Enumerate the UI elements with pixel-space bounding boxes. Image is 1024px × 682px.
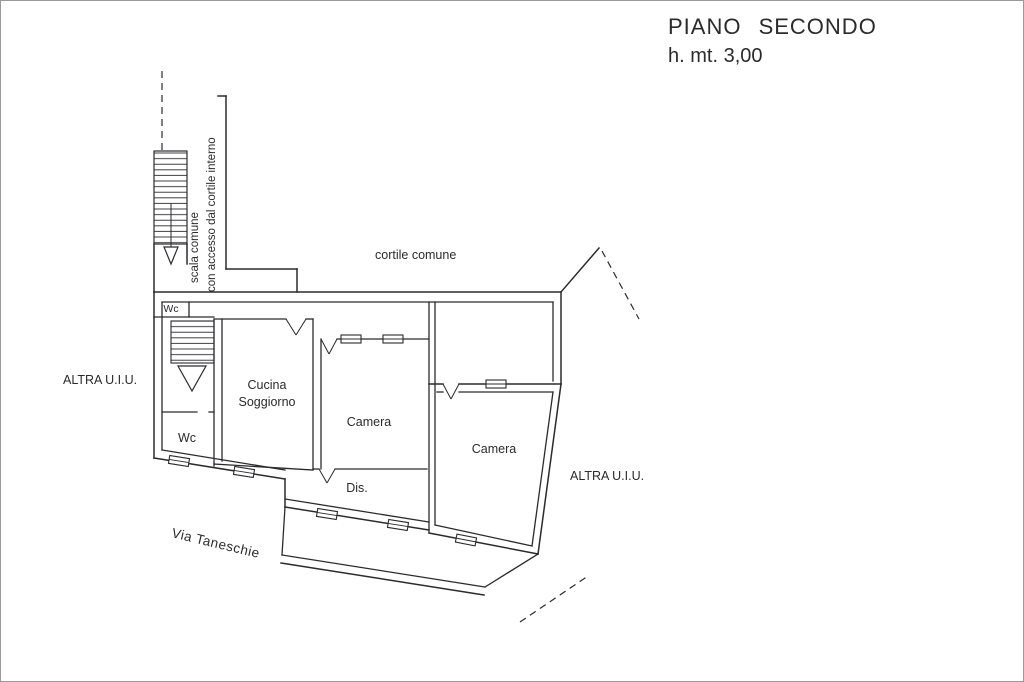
label-camera-right: Camera	[472, 442, 517, 456]
camera-right-room	[428, 383, 562, 555]
window-symbol	[232, 465, 256, 479]
window-symbol	[386, 518, 410, 532]
label-soggiorno: Soggiorno	[239, 395, 296, 409]
window-symbol	[382, 334, 404, 344]
internal-staircase	[170, 320, 215, 393]
label-disimpegno: Dis.	[346, 481, 368, 495]
plan-title: PIANO SECONDO	[668, 14, 877, 39]
internal-stair-treads	[170, 320, 215, 364]
label-scala-comune: scala comune	[189, 212, 201, 283]
label-altra-uiu-left: ALTRA U.I.U.	[63, 373, 137, 387]
window-symbol	[340, 334, 362, 344]
window-symbol	[485, 379, 507, 389]
label-cortile-comune: cortile comune	[375, 248, 456, 262]
label-wc-top: Wc	[163, 303, 178, 315]
common-staircase	[153, 150, 188, 293]
label-cucina: Cucina	[248, 378, 287, 392]
label-scala-accesso: con accesso dal cortile interno	[206, 137, 218, 292]
window-symbol	[454, 533, 478, 547]
courtyard-boundary	[217, 95, 601, 294]
wc-top-room	[153, 301, 215, 318]
label-camera-left: Camera	[347, 415, 392, 429]
staircase-direction-arrow-icon	[163, 246, 179, 266]
window-symbol	[315, 507, 339, 521]
label-via-taneschie: Via Taneschie	[170, 525, 261, 561]
window-symbol	[167, 454, 191, 468]
plan-height-note: h. mt. 3,00	[668, 45, 763, 67]
terrace-strip	[280, 506, 539, 596]
label-wc-bottom: Wc	[178, 431, 196, 445]
dashed-boundary-lines	[161, 71, 640, 623]
internal-stair-arrow-icon	[176, 365, 208, 393]
label-altra-uiu-right: ALTRA U.I.U.	[570, 469, 644, 483]
window-symbols	[167, 334, 507, 547]
